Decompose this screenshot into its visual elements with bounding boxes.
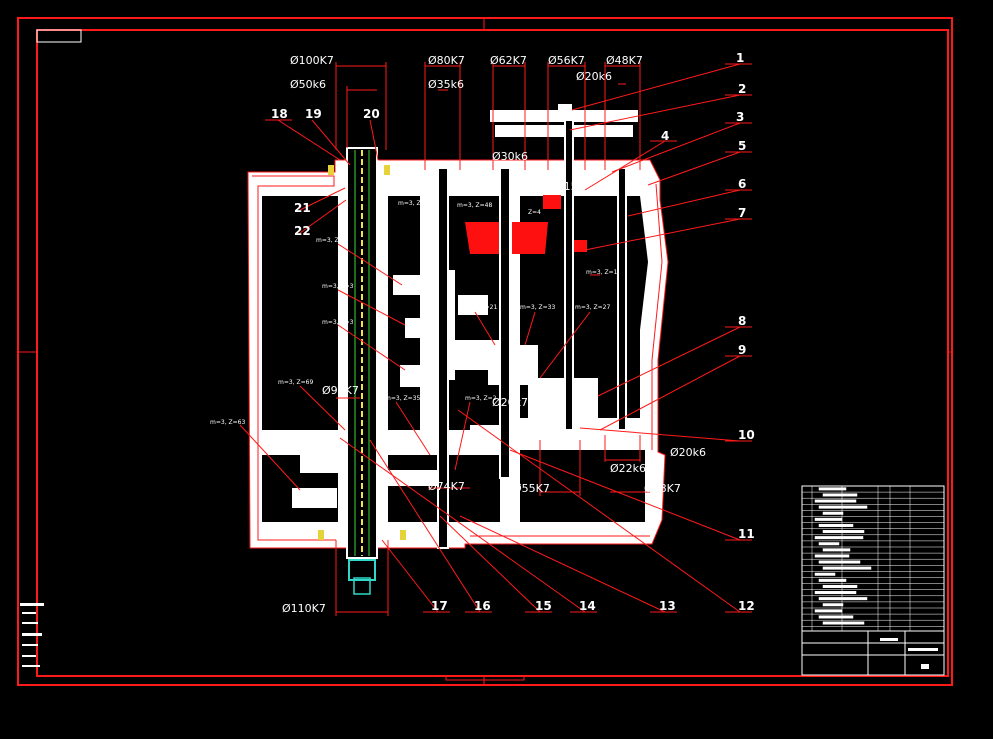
part-13: 13 [659,599,676,613]
dim-d4: Ø35k6 [428,78,464,91]
part-5: 5 [738,139,746,153]
gear-labels: m=3, Z=42 m=3, Z=48 m=3, Z=5 m=3, Z=3 m=… [210,200,618,426]
part-6: 6 [738,177,746,191]
highlighted-gears [465,195,587,254]
part-19: 19 [305,107,322,121]
dim-d18: Ø15 [555,180,578,193]
part-numbers: 1 2 3 4 5 6 7 8 9 10 11 12 13 14 15 16 1… [271,51,755,613]
shafts [318,104,627,595]
gear-label-g1: m=3, Z=42 [398,200,433,207]
gear-label-g12: m=3, Z=63 [210,419,245,426]
part-9: 9 [738,343,746,357]
dim-d8: Ø20k6 [576,70,612,83]
dimension-lines [335,62,650,616]
part-2: 2 [738,82,746,96]
revision-block [20,603,44,667]
part-10: 10 [738,428,755,442]
dim-d15: Ø74K7 [428,480,465,493]
part-7: 7 [738,206,746,220]
dim-d7: Ø48K7 [606,54,643,67]
title-block [801,485,945,676]
gear-label-g5: m=3, Z=3 [322,319,354,326]
part-21: 21 [294,201,311,215]
gear-label-g13: m=3, Z=1 [586,269,618,276]
gear-label-g14: Z=4 [528,209,541,216]
dim-d2: Ø50k6 [290,78,326,91]
dim-d16: Ø20k7 [492,396,528,409]
part-17: 17 [431,599,448,613]
gear-label-g9: m=3, Z=69 [278,379,313,386]
part-12: 12 [738,599,755,613]
dim-d17: Ø110K7 [282,602,326,615]
part-14: 14 [579,599,596,613]
dim-d1: Ø100K7 [290,54,334,67]
part-3: 3 [736,110,744,124]
sheet-frame [17,17,953,686]
dim-d3: Ø80K7 [428,54,465,67]
gear-label-g11: m=3, Z=2 [465,395,497,402]
dim-d12: Ø22k6 [610,462,646,475]
leader-lines [239,63,752,613]
part-20: 20 [363,107,380,121]
part-4: 4 [661,129,669,143]
dim-d14: Ø48K7 [644,482,681,495]
dim-d13: Ø55K7 [513,482,550,495]
gear-label-g8: m=3, Z=27 [575,304,610,311]
part-16: 16 [474,599,491,613]
dim-d11: Ø20k6 [670,446,706,459]
gear-label-g4: m=3, Z=3 [322,283,354,290]
dim-d9: Ø30k6 [492,150,528,163]
part-22: 22 [294,224,311,238]
part-11: 11 [738,527,755,541]
gear-label-g2: m=3, Z=48 [457,202,492,209]
dim-d5: Ø62K7 [490,54,527,67]
dim-d10: Ø92K7 [322,384,359,397]
part-18: 18 [271,107,288,121]
gear-label-g3: m=3, Z=5 [316,237,348,244]
part-1: 1 [736,51,744,65]
dim-d6: Ø56K7 [548,54,585,67]
part-15: 15 [535,599,552,613]
gear-label-g10: m=3, Z=35 [385,395,420,402]
gear-label-g7: m=3, Z=33 [520,304,555,311]
dimension-texts: Ø100K7 Ø50k6 Ø80K7 Ø35k6 Ø62K7 Ø56K7 Ø48… [282,54,706,615]
gear-label-g6: m=3, Z=21 [462,304,497,311]
part-8: 8 [738,314,746,328]
